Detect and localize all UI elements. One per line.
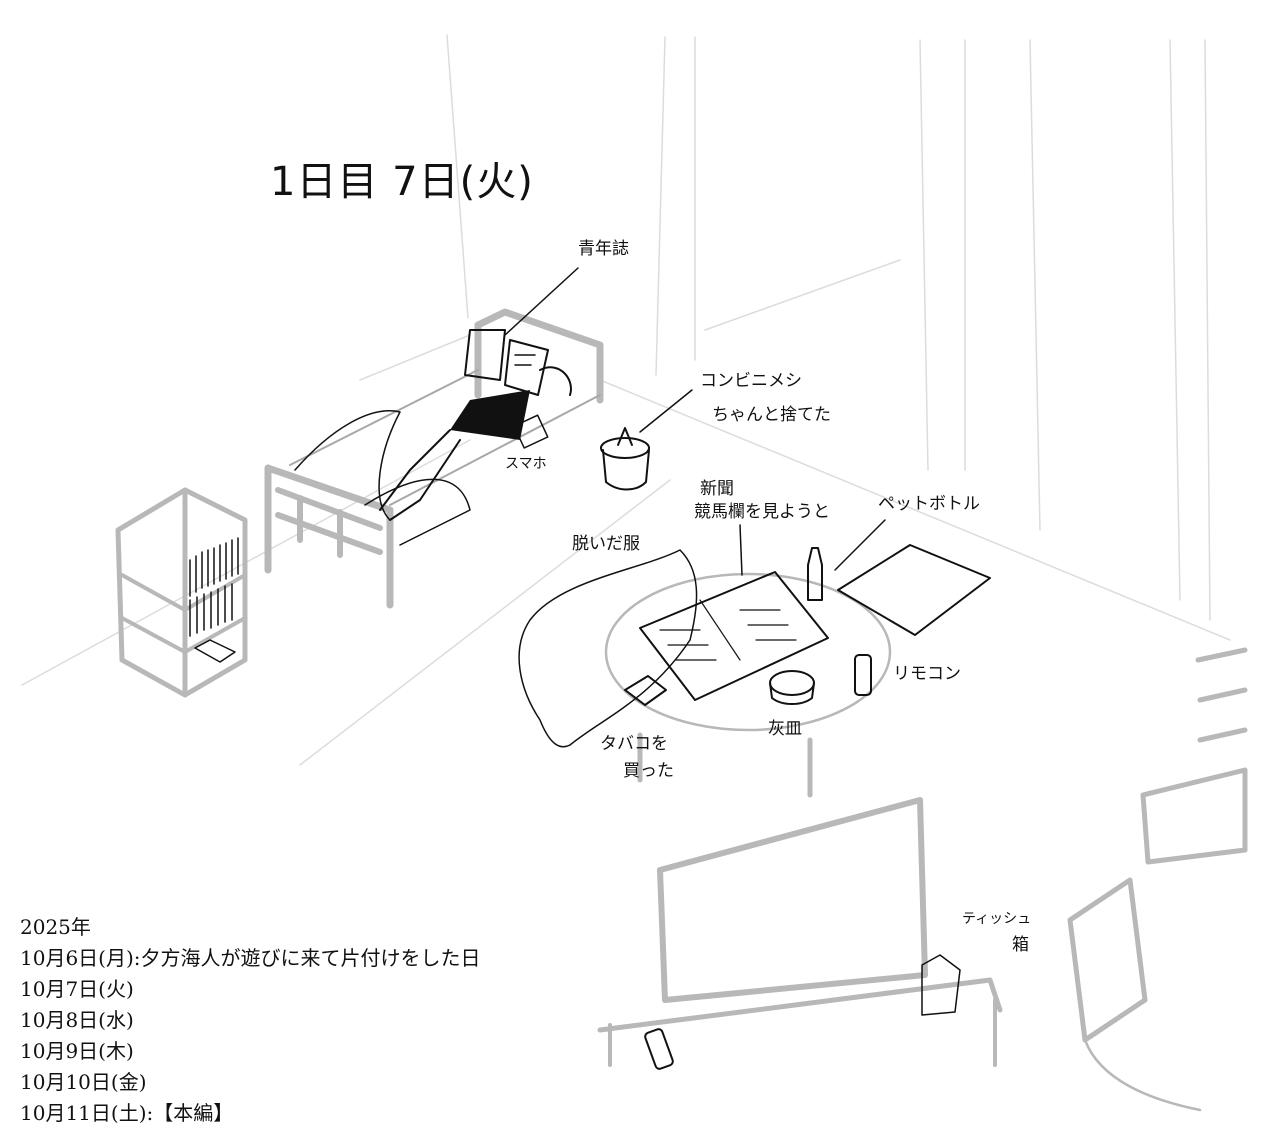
timeline-year: 2025年	[20, 915, 91, 939]
drawing-title: 1日目 7日(火)	[270, 159, 534, 205]
clothes-drawing	[518, 549, 698, 748]
bookshelf	[115, 487, 248, 698]
person-figure	[379, 329, 572, 521]
ashtray-label: 灰皿	[768, 719, 802, 739]
timeline-entry: 10月10日(金)	[20, 1070, 147, 1094]
magazine-label: 青年誌	[578, 239, 629, 259]
right-furniture	[1067, 647, 1248, 1112]
clothes-label: 脱いだ服	[572, 534, 640, 554]
table	[604, 547, 892, 798]
smartphone-label: スマホ	[505, 456, 547, 472]
timeline-entry: 10月6日(月):夕方海人が遊びに来て片付けをした日	[20, 946, 481, 970]
room-walls	[21, 34, 1231, 766]
cigarettes-label-2: 買った	[623, 761, 674, 781]
tissue-label-1: ティッシュ	[962, 911, 1032, 927]
newspaper-label-1: 新聞	[700, 479, 734, 499]
pet-bottle-label: ペットボトル	[878, 494, 980, 514]
tissue-label-2: 箱	[1012, 935, 1029, 955]
convenience-food-label-1: コンビニメシ	[700, 371, 802, 391]
timeline-caption: 2025年 10月6日(月):夕方海人が遊びに来て片付けをした日 10月7日(火…	[20, 912, 481, 1129]
newspaper-label-2: 競馬欄を見ようと	[694, 502, 830, 522]
cigarettes-label-1: タバコを	[600, 734, 668, 754]
smartphone-drawing	[513, 414, 549, 449]
timeline-entry: 10月8日(水)	[20, 1008, 134, 1032]
timeline-entry: 10月9日(木)	[20, 1039, 134, 1063]
convenience-food-label-2: ちゃんと捨てた	[712, 405, 831, 425]
trash-bin	[600, 427, 650, 491]
bed	[264, 308, 604, 609]
remote-label: リモコン	[893, 664, 961, 684]
tissue-box-drawing	[921, 954, 961, 1016]
timeline-entry: 10月11日(土):【本編】	[20, 1101, 234, 1125]
floor-cushion	[837, 544, 991, 636]
timeline-entry: 10月7日(火)	[20, 977, 134, 1001]
annotation-leaders	[504, 267, 886, 576]
tv-and-stand	[597, 797, 1003, 1070]
